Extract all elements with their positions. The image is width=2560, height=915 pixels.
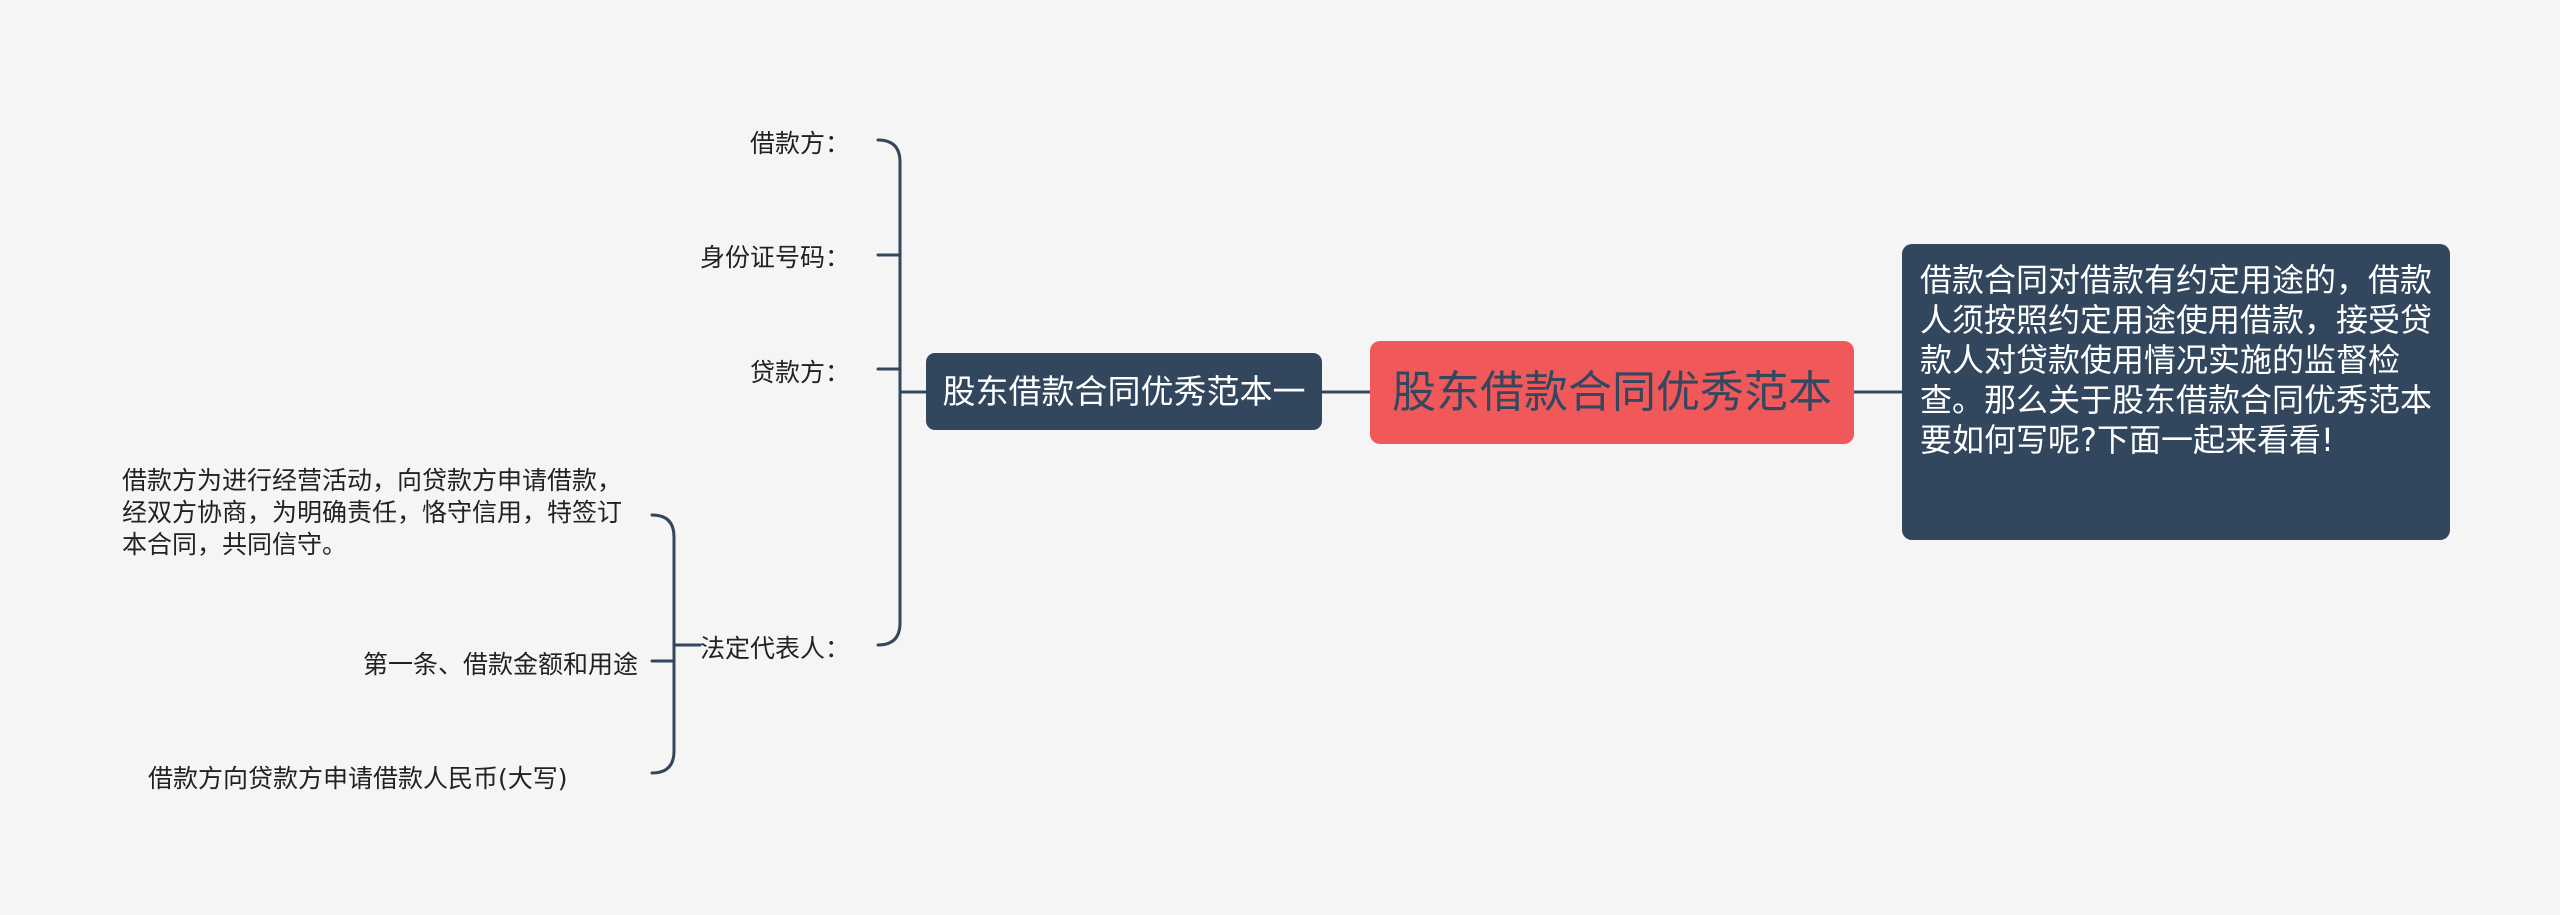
bracket-main — [876, 138, 902, 647]
central-topic[interactable]: 股东借款合同优秀范本 — [1370, 341, 1854, 444]
leaf-article-one[interactable]: 第一条、借款金额和用途 — [362, 650, 638, 679]
leaf-contract-preamble[interactable]: 借款方为进行经营活动，向贷款方申请借款，经双方协商，为明确责任，恪守信用，特签订… — [122, 466, 623, 559]
bracket-sub — [650, 513, 676, 775]
leaf-borrower[interactable]: 借款方： — [749, 129, 850, 158]
summary-note[interactable]: 借款合同对借款有约定用途的，借款人须按照约定用途使用借款，接受贷款人对贷款使用情… — [1902, 244, 2450, 540]
main-branch-node[interactable]: 股东借款合同优秀范本一 — [926, 353, 1322, 430]
leaf-loan-amount[interactable]: 借款方向贷款方申请借款人民币(大写) — [148, 764, 568, 793]
leaf-lender[interactable]: 贷款方： — [749, 358, 850, 387]
leaf-legal-representative[interactable]: 法定代表人： — [699, 634, 850, 663]
leaf-id-number[interactable]: 身份证号码： — [699, 243, 850, 272]
